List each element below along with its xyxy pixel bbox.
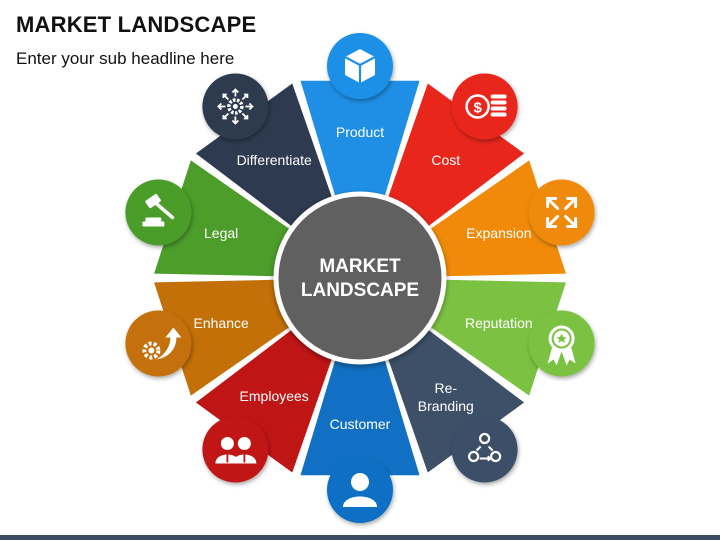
segment-re-branding: Re- Branding (387, 328, 525, 483)
segment-wedge-reputation (428, 279, 566, 396)
segment-label-reputation: Reputation (465, 315, 533, 331)
box-icon (344, 49, 376, 83)
segment-label-re-branding-line2: Branding (418, 398, 474, 414)
page-title: MARKET LANDSCAPE (16, 12, 257, 37)
segment-legal: Legal (125, 160, 292, 277)
segment-label-customer: Customer (330, 416, 391, 432)
segment-reputation: Reputation (428, 279, 595, 396)
segment-wedge-product (300, 80, 420, 198)
segment-label-cost: Cost (431, 152, 460, 168)
segment-label-expansion: Expansion (466, 225, 531, 241)
segment-badge-re-branding (451, 416, 518, 483)
expand-arrows-icon (546, 196, 578, 228)
segment-wedge-expansion (428, 160, 566, 277)
award-ribbon-icon (547, 325, 576, 366)
center-label-line1: MARKET (319, 256, 401, 277)
segment-badge-legal (125, 179, 192, 246)
footer-bar (0, 535, 720, 540)
user-icon (343, 473, 377, 507)
segment-wedge-cost (387, 83, 525, 228)
gavel-icon (142, 193, 175, 227)
segment-customer: Customer (300, 358, 420, 523)
segment-label-employees: Employees (240, 388, 309, 404)
center-hub: MARKET LANDSCAPE (273, 191, 447, 365)
gear-arrows-icon (217, 88, 254, 125)
segment-wedge-enhance (154, 279, 292, 396)
segment-badge-employees (202, 416, 269, 483)
segment-wedge-customer (300, 358, 420, 476)
segment-employees: Employees (195, 328, 333, 483)
center-label-line2: LANDSCAPE (301, 280, 419, 301)
segment-wedge-differentiate (195, 83, 333, 228)
segment-label-differentiate: Differentiate (237, 152, 312, 168)
segment-expansion: Expansion (428, 160, 595, 277)
page-subtitle: Enter your sub headline here (16, 49, 235, 68)
segment-cost: $ Cost (387, 73, 525, 228)
center-circle (273, 191, 447, 365)
segment-label-enhance: Enhance (194, 315, 249, 331)
segment-wedge-employees (195, 328, 333, 473)
segment-wedge-legal (154, 160, 292, 277)
segment-wedge-re-branding (387, 328, 525, 473)
people-icon (215, 437, 257, 464)
segment-label-legal: Legal (204, 225, 238, 241)
segment-label-product: Product (336, 124, 384, 140)
segment-badge-cost (451, 73, 518, 140)
coins-dollar-icon: $ (465, 94, 507, 119)
network-cycle-icon (468, 432, 502, 463)
segment-badge-enhance (125, 310, 192, 377)
segment-differentiate: Differentiate (195, 73, 333, 228)
segment-enhance: Enhance (125, 279, 292, 396)
segment-badge-expansion (528, 179, 595, 246)
gear-growth-icon (142, 327, 182, 360)
segment-label-re-branding: Re- (435, 380, 458, 396)
segment-product: Product (300, 33, 420, 198)
svg-text:$: $ (473, 99, 482, 116)
